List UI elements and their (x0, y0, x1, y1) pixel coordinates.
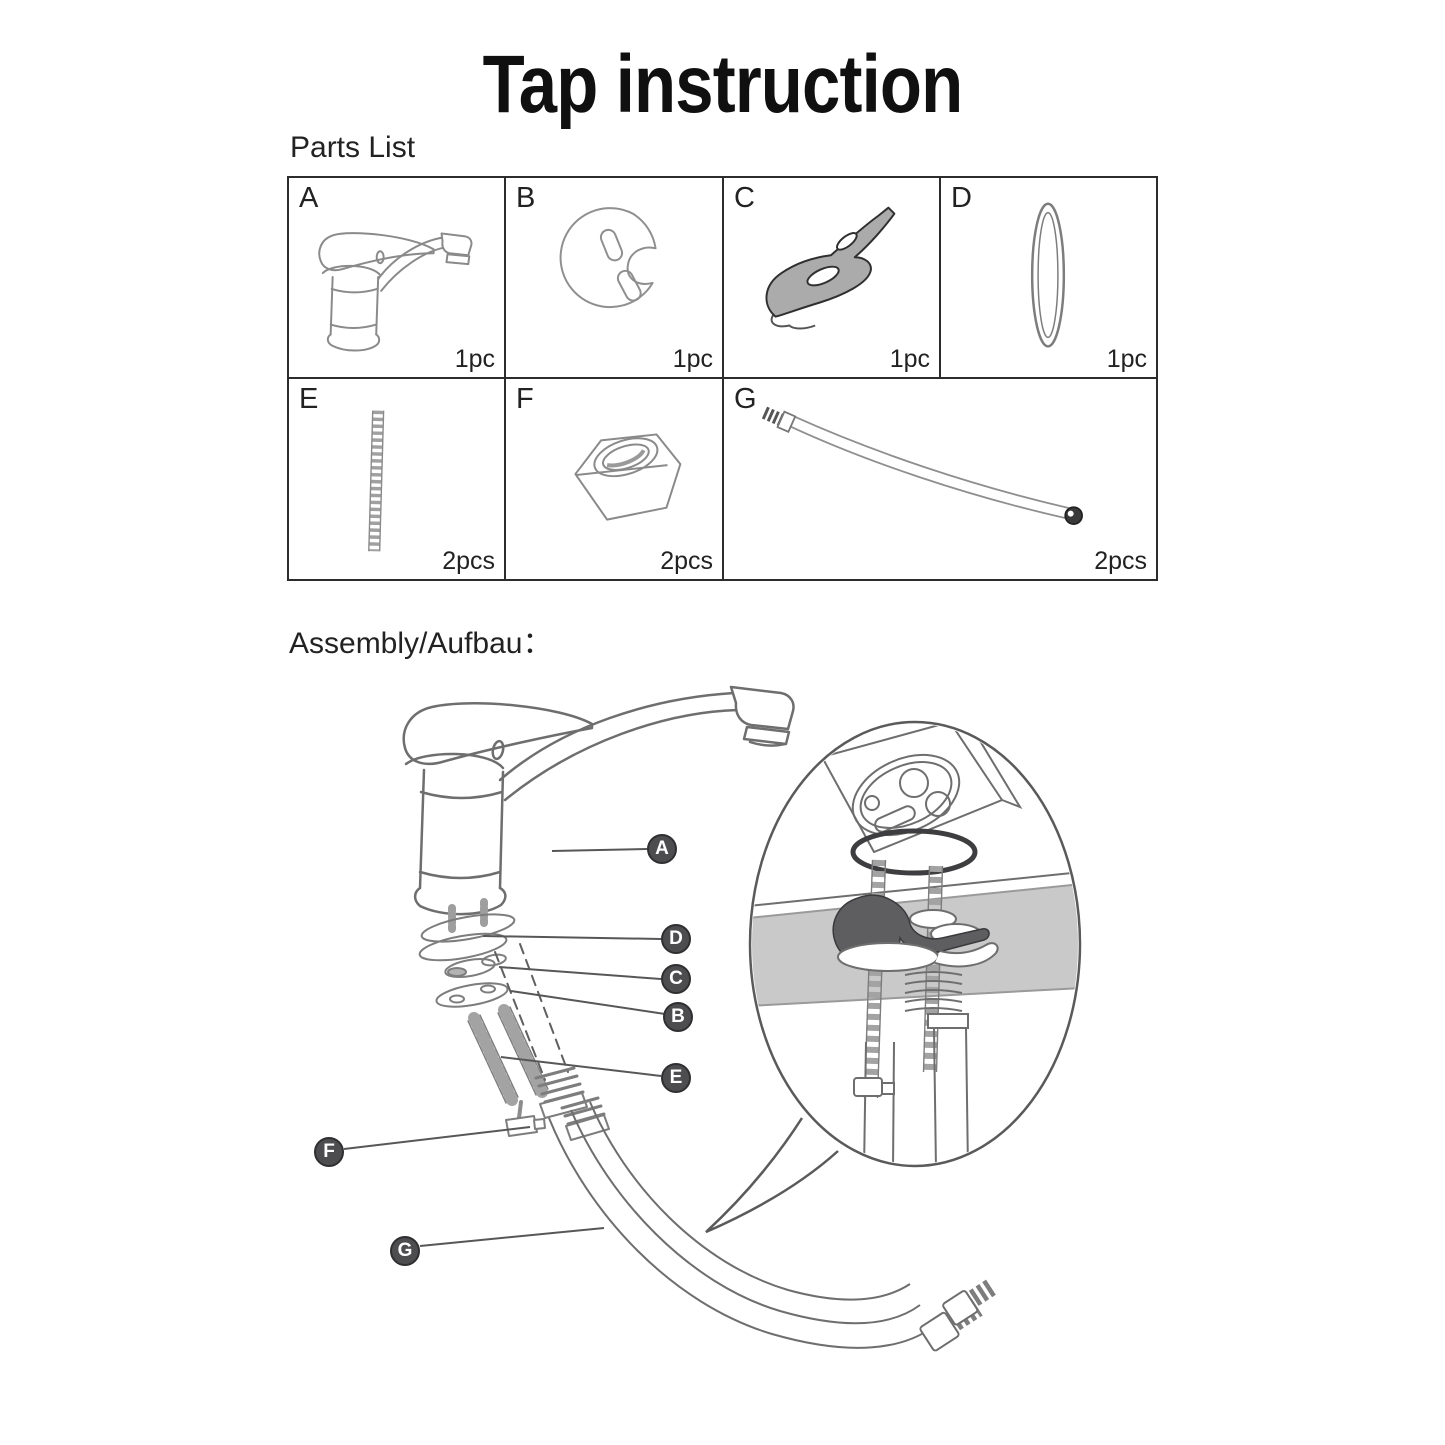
part-letter: F (516, 383, 534, 415)
parts-cell-e: E 2pcs (288, 378, 505, 580)
parts-cell-g: G 2pcs (723, 378, 1157, 580)
hose-connector-in-place (904, 971, 969, 1029)
part-badge-f: F (314, 1137, 344, 1167)
exploded-fixing-parts (418, 898, 610, 1141)
part-letter: E (299, 383, 319, 415)
badge-letter: E (669, 1067, 683, 1088)
part-letter: B (516, 182, 536, 214)
badge-letter: A (655, 838, 669, 859)
clamp-plate-drawing (765, 206, 896, 330)
assembly-heading: Assembly/Aufbau： (289, 627, 553, 660)
hose-end-fitting (942, 1277, 999, 1326)
parts-list-heading: Parts List (290, 131, 416, 164)
nut-drawing (574, 433, 682, 521)
clamp-exploded (444, 958, 496, 978)
badge-letter: D (669, 928, 683, 949)
tap-drawing (318, 232, 473, 352)
parts-cell-d: D 1pc (940, 177, 1157, 378)
part-letter: G (734, 383, 757, 415)
badge-letter: F (323, 1141, 335, 1162)
hose-connectors (534, 1066, 610, 1141)
base-gasket-in-place (837, 942, 999, 972)
badge-letter: C (669, 968, 683, 989)
gasket-exploded (435, 982, 509, 1008)
bleed-fitting (505, 1100, 546, 1137)
hoses-drawing (548, 1101, 999, 1352)
part-badge-a: A (647, 834, 677, 864)
part-badge-d: D (661, 924, 691, 954)
part-qty: 1pc (889, 345, 930, 373)
parts-cell-f: F 2pcs (505, 378, 723, 580)
threaded-stud-drawing (368, 410, 385, 552)
parts-cell-b: B 1pc (505, 177, 723, 378)
parts-cell-c: C 1pc (723, 177, 940, 378)
part-badge-b: B (663, 1002, 693, 1032)
part-letter: C (734, 182, 755, 214)
page-title: Tap instruction (482, 39, 964, 130)
part-badge-c: C (661, 964, 691, 994)
leader-lines (343, 848, 666, 1247)
part-badge-g: G (390, 1236, 420, 1266)
part-letter: A (299, 182, 319, 214)
part-badge-e: E (661, 1063, 691, 1093)
gasket-drawing (559, 207, 657, 309)
bubble-tail (705, 1117, 839, 1234)
part-qty: 2pcs (660, 547, 713, 575)
callout-bubble (705, 720, 1082, 1234)
badge-letter: B (671, 1006, 685, 1027)
part-qty: 2pcs (1094, 547, 1147, 575)
part-letter: D (951, 182, 972, 214)
badge-letter: G (397, 1240, 413, 1261)
part-qty: 1pc (672, 345, 713, 373)
o-ring-in-place (850, 828, 978, 876)
part-qty: 1pc (454, 345, 495, 373)
part-qty: 1pc (1106, 345, 1147, 373)
o-ring-drawing (1030, 202, 1066, 348)
hose-drawing (761, 406, 1083, 525)
parts-cell-a: A 1pc (288, 177, 505, 378)
part-qty: 2pcs (442, 547, 495, 575)
drain-fitting (853, 1077, 895, 1097)
o-ring-exploded (420, 913, 516, 943)
tap-assembly-drawing (402, 685, 795, 916)
hoses-in-place (863, 1027, 969, 1164)
